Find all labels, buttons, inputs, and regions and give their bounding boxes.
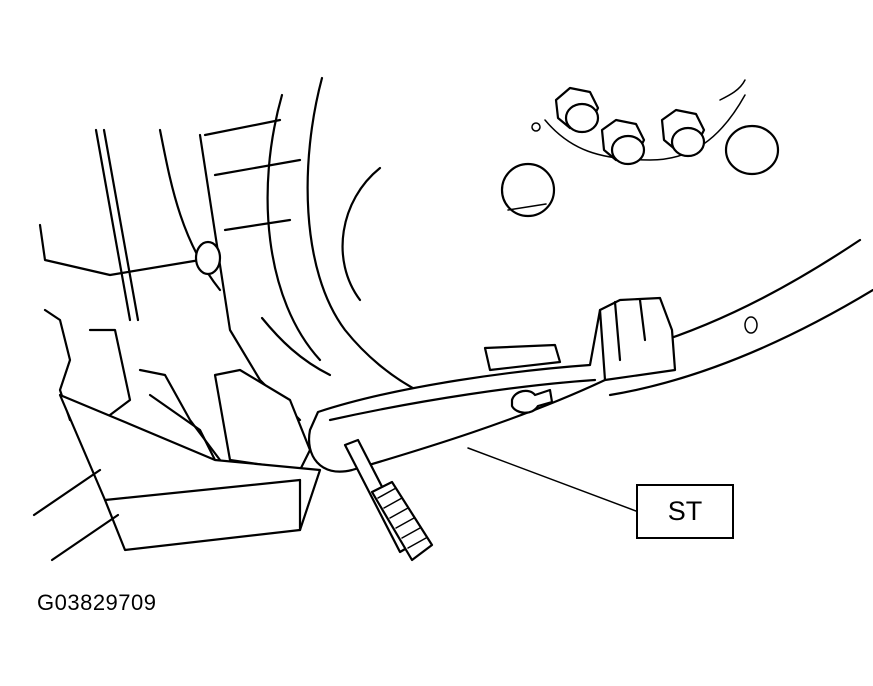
special-tool xyxy=(307,296,677,473)
threaded-stud xyxy=(343,438,434,562)
figure-id: G03829709 xyxy=(37,590,157,615)
engine-block xyxy=(38,118,332,472)
callout-st-label: ST xyxy=(636,484,734,539)
base-block xyxy=(32,393,322,562)
flywheel-hole xyxy=(724,124,780,176)
flywheel-hole-left xyxy=(500,162,556,218)
bolt-1 xyxy=(554,86,600,134)
callout-text: ST xyxy=(667,496,703,526)
callout-leader xyxy=(467,447,637,512)
bolt-3 xyxy=(660,108,706,158)
bolt-2 xyxy=(600,118,646,166)
flywheel-bolts xyxy=(500,86,780,218)
